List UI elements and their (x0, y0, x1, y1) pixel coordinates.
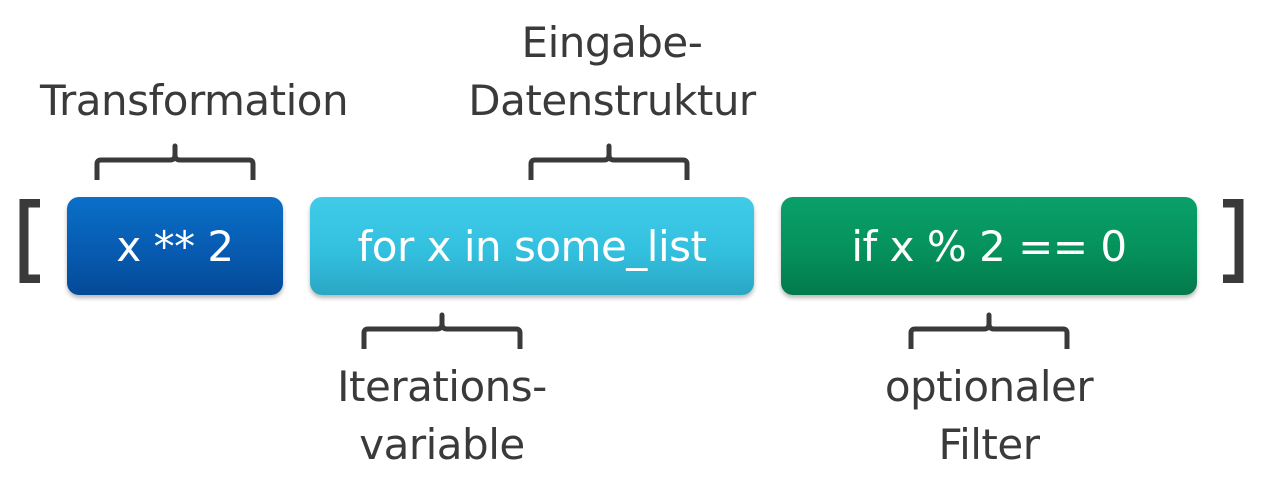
filter-label: optionaler Filter (839, 358, 1139, 474)
input-structure-brace (528, 143, 690, 180)
transformation-box: x ** 2 (67, 197, 283, 295)
filter-brace (908, 312, 1070, 349)
close-square-bracket (1219, 199, 1245, 283)
filter-code: if x % 2 == 0 (851, 221, 1127, 271)
filter-box: if x % 2 == 0 (781, 197, 1197, 295)
input-structure-label: Eingabe- Datenstruktur (462, 14, 762, 130)
iteration-variable-brace (361, 312, 523, 349)
filter-label-line-2: Filter (938, 420, 1040, 469)
input-structure-label-line-1: Eingabe- (521, 18, 703, 67)
open-square-bracket (18, 199, 44, 283)
close-square-bracket-glyph (1223, 199, 1244, 283)
input-structure-label-line-2: Datenstruktur (468, 76, 756, 125)
iteration-variable-label-line-1: Iterations- (337, 362, 547, 411)
iteration-variable-label: Iterations- variable (292, 358, 592, 474)
iteration-variable-label-line-2: variable (359, 420, 525, 469)
transformation-brace (94, 143, 256, 180)
transformation-label-line: Transformation (40, 76, 349, 125)
open-square-bracket-glyph (19, 199, 40, 283)
transformation-label: Transformation (40, 72, 349, 130)
transformation-code: x ** 2 (116, 221, 234, 271)
filter-label-line-1: optionaler (884, 362, 1094, 411)
iteration-box: for x in some_list (310, 197, 754, 295)
iteration-code: for x in some_list (357, 221, 707, 271)
